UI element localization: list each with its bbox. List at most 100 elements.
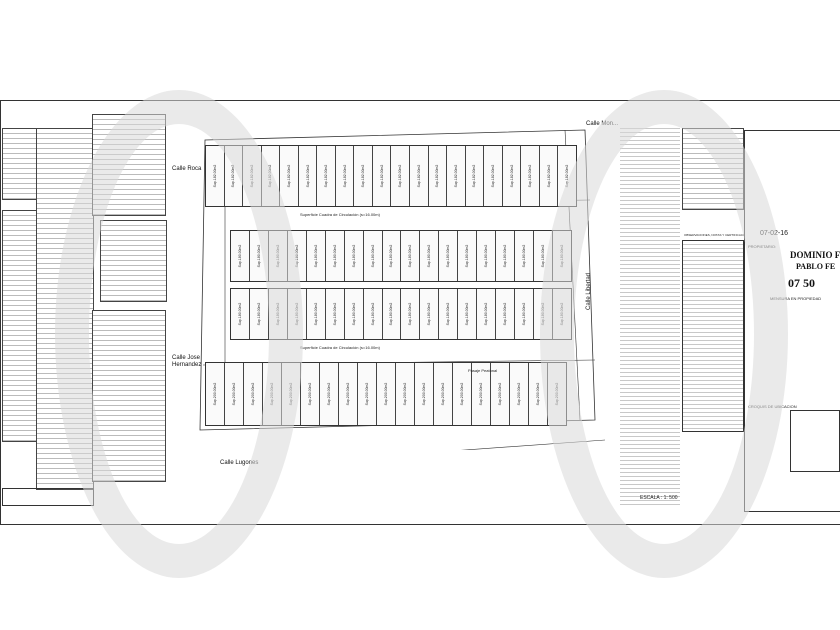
lot-area-label: Sup.200.00m2	[251, 382, 255, 406]
notes-column-1	[620, 125, 680, 505]
lot-parcel: Sup.200.00m2	[548, 363, 566, 425]
lot-parcel: Sup.180.00m2	[477, 289, 497, 339]
lot-parcel: Sup.180.00m2	[515, 289, 534, 339]
lot-parcel: Sup.180.00m2	[420, 289, 440, 339]
lot-parcel: Sup.182.00m2	[336, 146, 355, 206]
lot-parcel: Sup.180.00m2	[250, 231, 269, 281]
lot-parcel: Sup.182.00m2	[466, 146, 485, 206]
lot-area-label: Sup.182.00m2	[342, 164, 347, 188]
lot-parcel: Sup.180.00m2	[288, 289, 307, 339]
lot-parcel: Sup.182.00m2	[521, 146, 540, 206]
surface-table	[682, 128, 744, 210]
location-sketch	[790, 410, 840, 472]
lot-area-label: Sup.180.00m2	[559, 244, 564, 268]
lot-parcel: Sup.180.00m2	[307, 231, 326, 281]
lot-area-label: Sup.182.00m2	[324, 164, 329, 188]
lot-parcel: Sup.180.00m2	[345, 289, 364, 339]
lot-parcel: Sup.180.00m2	[269, 289, 288, 339]
title-dominio: DOMINIO FI	[790, 250, 840, 260]
lot-parcel: Sup.182.00m2	[429, 146, 448, 206]
label-escala: ESCALA : 1: 500	[640, 495, 678, 501]
lot-parcel: Sup.182.00m2	[354, 146, 373, 206]
lot-area-label: Sup.180.00m2	[313, 244, 318, 268]
left-footer-box	[2, 488, 94, 506]
lot-parcel: Sup.180.00m2	[401, 289, 421, 339]
lot-parcel: Sup.180.00m2	[534, 231, 553, 281]
street-calle-mona: Calle Mon...	[586, 121, 619, 127]
lot-area-label: Sup.182.00m2	[249, 164, 254, 188]
street-calle-libertad: Calle Libertad	[586, 272, 592, 310]
lot-area-label: Sup.182.00m2	[435, 164, 440, 188]
lot-area-label: Sup.200.00m2	[308, 382, 312, 406]
lot-area-label: Sup.180.00m2	[294, 244, 299, 268]
lot-parcel: Sup.180.00m2	[364, 231, 383, 281]
lot-parcel: Sup.182.00m2	[262, 146, 281, 206]
lot-parcel: Sup.180.00m2	[420, 231, 440, 281]
lot-area-label: Sup.180.00m2	[446, 302, 451, 326]
lot-area-label: Sup.182.00m2	[416, 164, 421, 188]
lot-area-label: Sup.200.00m2	[327, 382, 331, 406]
lot-area-label: Sup.200.00m2	[384, 382, 388, 406]
lot-area-label: Sup.182.00m2	[509, 164, 514, 188]
lot-area-label: Sup.180.00m2	[351, 302, 356, 326]
lot-parcel: Sup.200.00m2	[320, 363, 339, 425]
lot-parcel: Sup.200.00m2	[244, 363, 263, 425]
lot-area-label: Sup.182.00m2	[361, 164, 366, 188]
lot-parcel: Sup.180.00m2	[288, 231, 307, 281]
lot-area-label: Sup.180.00m2	[256, 302, 261, 326]
lot-parcel: Sup.182.00m2	[410, 146, 429, 206]
title-propietario-label: PROPIETARIO:	[748, 244, 777, 249]
lot-parcel: Sup.200.00m2	[396, 363, 415, 425]
lot-area-label: Sup.180.00m2	[408, 244, 413, 268]
left-table-1	[2, 128, 37, 200]
observaciones-box	[682, 240, 744, 432]
frame-top	[0, 100, 840, 101]
lot-parcel: Sup.180.00m2	[439, 289, 459, 339]
lot-parcel: Sup.180.00m2	[534, 289, 553, 339]
lot-area-label: Sup.180.00m2	[389, 302, 394, 326]
lot-parcel: Sup.200.00m2	[225, 363, 244, 425]
label-pasaje-peatonal: Pasaje Peatonal	[468, 368, 498, 373]
frame-bottom	[0, 524, 840, 525]
lot-area-label: Sup.200.00m2	[289, 382, 293, 406]
lot-parcel: Sup.182.00m2	[540, 146, 559, 206]
lot-parcel: Sup.180.00m2	[477, 231, 497, 281]
lot-parcel: Sup.180.00m2	[496, 289, 516, 339]
lot-area-label: Sup.180.00m2	[503, 244, 508, 268]
lot-area-label: Sup.180.00m2	[522, 302, 527, 326]
left-table-4	[92, 114, 166, 216]
lot-parcel: Sup.200.00m2	[529, 363, 548, 425]
lot-area-label: Sup.180.00m2	[237, 302, 242, 326]
lot-area-label: Sup.180.00m2	[465, 244, 470, 268]
lot-parcel: Sup.180.00m2	[496, 231, 516, 281]
lot-parcel: Sup.182.00m2	[225, 146, 244, 206]
lot-parcel: Sup.182.00m2	[447, 146, 466, 206]
lot-area-label: Sup.182.00m2	[453, 164, 458, 188]
lot-area-label: Sup.200.00m2	[346, 382, 350, 406]
lot-parcel: Sup.180.00m2	[326, 231, 345, 281]
title-mensura: MENSURA EN PROPIEDAD	[770, 296, 822, 301]
lot-area-label: Sup.200.00m2	[232, 382, 236, 406]
lot-area-label: Sup.182.00m2	[472, 164, 477, 188]
lot-parcel: Sup.200.00m2	[491, 363, 510, 425]
lot-parcel: Sup.180.00m2	[345, 231, 364, 281]
lot-area-label: Sup.180.00m2	[351, 244, 356, 268]
lot-area-label: Sup.180.00m2	[370, 302, 375, 326]
lot-area-label: Sup.180.00m2	[540, 244, 545, 268]
lot-area-label: Sup.182.00m2	[268, 164, 273, 188]
left-table-5	[100, 220, 167, 302]
lot-area-label: Sup.180.00m2	[408, 302, 413, 326]
lot-parcel: Sup.200.00m2	[377, 363, 396, 425]
lot-area-label: Sup.180.00m2	[427, 244, 432, 268]
lot-area-label: Sup.200.00m2	[441, 382, 445, 406]
label-superficie-top: Superficie Cuadra de Circulación (s=16.0…	[300, 212, 380, 217]
lot-parcel: Sup.180.00m2	[326, 289, 345, 339]
lot-parcel: Sup.200.00m2	[453, 363, 472, 425]
lot-area-label: Sup.180.00m2	[484, 302, 489, 326]
lot-parcel: Sup.180.00m2	[383, 231, 402, 281]
lot-area-label: Sup.180.00m2	[522, 244, 527, 268]
lot-area-label: Sup.182.00m2	[231, 164, 236, 188]
